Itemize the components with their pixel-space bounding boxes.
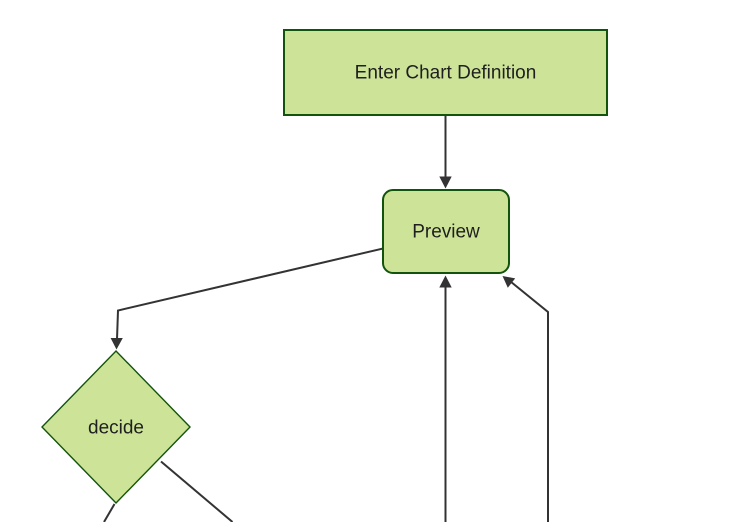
edge-decide-to-offscreen-right xyxy=(160,460,234,522)
edge-enter-to-preview xyxy=(439,115,452,189)
edge-preview-to-decide xyxy=(110,247,384,350)
edge-decide-to-offscreen-right-line xyxy=(160,460,234,522)
node-decide: decide xyxy=(41,349,191,505)
edge-offscreen-center-to-preview xyxy=(439,275,452,522)
edge-preview-to-decide-line xyxy=(116,247,384,340)
node-preview-label: Preview xyxy=(412,222,480,243)
edge-offscreen-right-to-preview-line xyxy=(509,280,549,522)
node-preview: Preview xyxy=(382,189,510,274)
node-enter-chart-definition: Enter Chart Definition xyxy=(283,29,608,116)
edge-offscreen-right-to-preview xyxy=(502,276,549,522)
edge-enter-to-preview-arrowhead xyxy=(439,176,452,189)
node-decide-label: decide xyxy=(88,418,144,439)
edge-preview-to-decide-arrowhead xyxy=(110,338,123,350)
edge-offscreen-center-to-preview-arrowhead xyxy=(439,275,452,288)
node-preview-shape xyxy=(382,189,510,274)
edge-offscreen-right-to-preview-arrowhead xyxy=(502,276,516,288)
node-decide-shape xyxy=(41,349,191,505)
edge-decide-to-offscreen-left xyxy=(103,503,116,522)
node-enter-chart-definition-shape xyxy=(283,29,608,116)
node-enter-chart-definition-label: Enter Chart Definition xyxy=(355,63,537,84)
edge-decide-to-offscreen-left-line xyxy=(103,503,116,522)
